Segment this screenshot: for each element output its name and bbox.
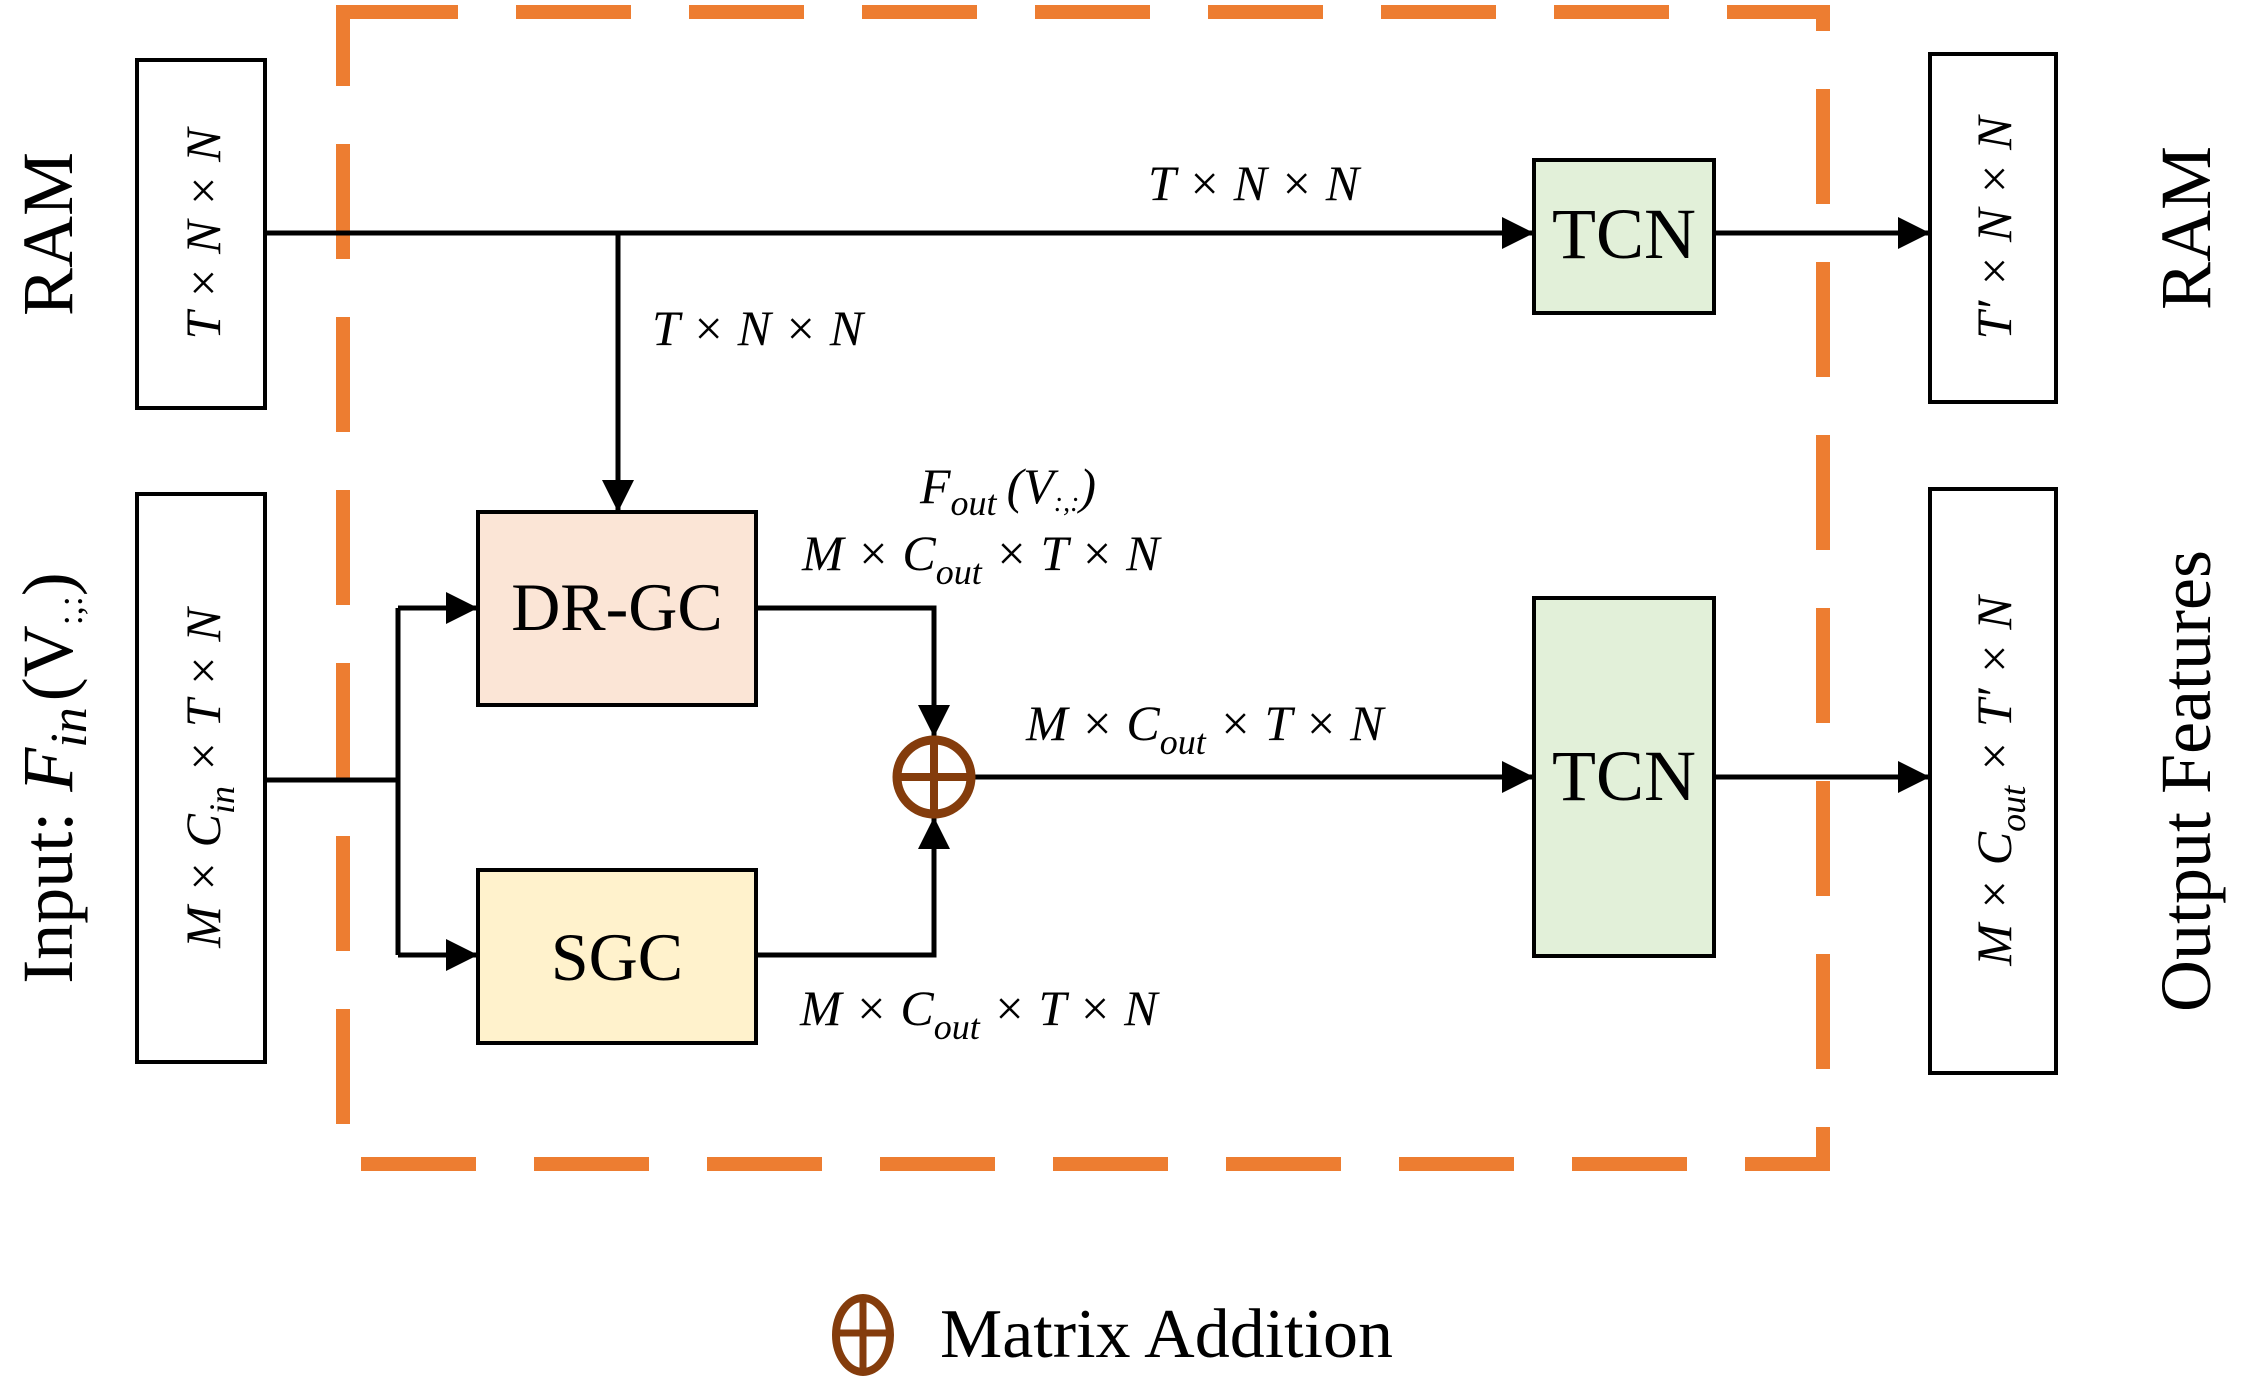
tcn-bottom-label: TCN <box>1552 736 1696 816</box>
edge-sgc-to-adder <box>756 817 950 958</box>
fout-label: Fout(V:,:) <box>919 458 1096 523</box>
drgc-output-shape-label: M × Cout × T × N <box>801 525 1162 592</box>
tcn-top-block <box>1532 158 1716 315</box>
tcn-bottom-block <box>1532 596 1716 958</box>
ram-right-box-label: T′ × N × N <box>1966 114 2022 340</box>
output-box-shape-label: M × Cout × T′ × N <box>1966 594 2033 967</box>
sum-output-shape-label: M × Cout × T × N <box>1025 695 1386 762</box>
output-features-label: Output Features <box>2146 550 2226 1012</box>
input-features-box <box>135 492 267 1064</box>
matrix-addition-icon <box>892 735 976 819</box>
legend-matrix-addition-icon <box>832 1294 894 1376</box>
legend: Matrix Addition <box>832 1294 1393 1376</box>
top-line-shape-label: T × N × N <box>1148 155 1362 211</box>
output-features-box <box>1928 487 2058 1075</box>
edge-drgc-to-adder <box>756 605 950 737</box>
module-dashed-border <box>336 5 1830 1171</box>
ram-right-label: RAM <box>2146 146 2226 310</box>
sgc-output-shape-label: M × Cout × T × N <box>799 980 1160 1047</box>
sgc-label: SGC <box>551 919 683 995</box>
drgc-label: DR-GC <box>511 569 723 645</box>
tcn-top-label: TCN <box>1552 194 1696 274</box>
ram-left-label: RAM <box>8 152 88 316</box>
input-label: Input:Fin(V:,:) <box>8 572 98 983</box>
input-box-shape-label: M × Cin × T × N <box>175 606 242 949</box>
ram-left-box-label: T × N × N <box>175 126 231 340</box>
ram-output-box <box>1928 52 2058 404</box>
legend-label: Matrix Addition <box>940 1296 1393 1373</box>
branch-shape-label: T × N × N <box>652 300 866 356</box>
